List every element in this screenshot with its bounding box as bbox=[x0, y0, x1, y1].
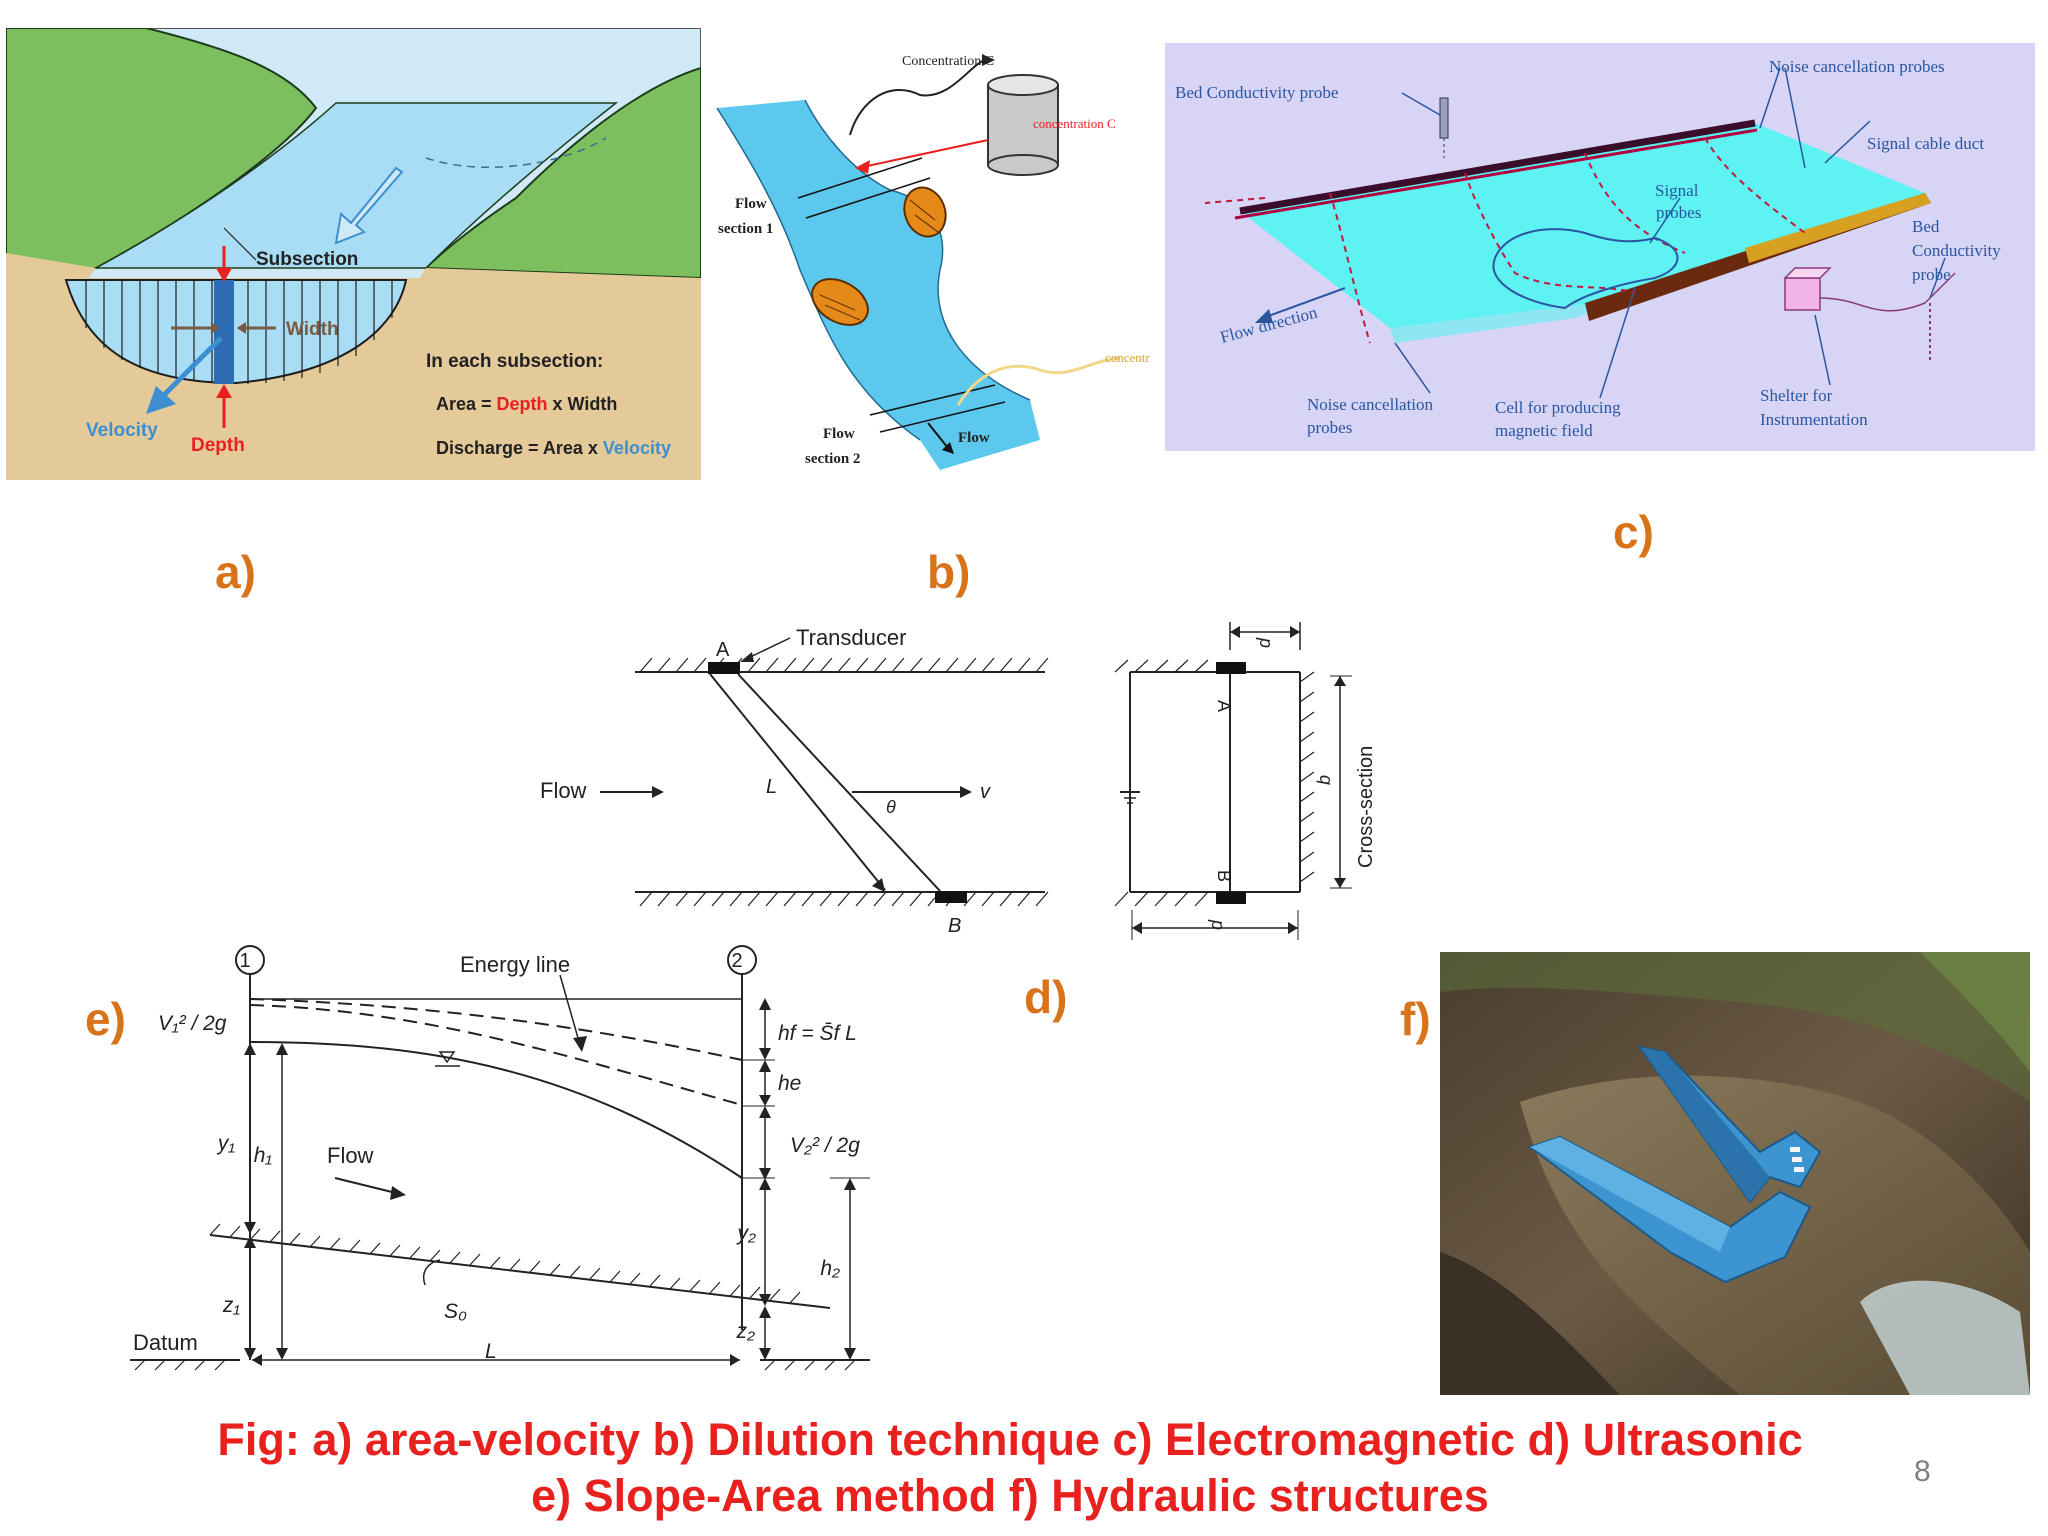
depth-b-label: b bbox=[1314, 775, 1334, 785]
transducer-b-label: B bbox=[948, 915, 961, 937]
noise-bottom-label-2: probes bbox=[1307, 418, 1352, 437]
flow-section-1-line2: section 1 bbox=[718, 221, 773, 237]
bed-slope-label: S₀ bbox=[444, 1300, 467, 1323]
y2-label: y₂ bbox=[735, 1222, 756, 1245]
dilution-diagram: Concentration C concentration C concentr… bbox=[716, 54, 1150, 470]
noise-probes-top-label: Noise cancellation probes bbox=[1769, 57, 1945, 76]
slope-area-diagram: 1 2 Energy line V₁² / 2g hf = S̄f L he V… bbox=[130, 945, 870, 1371]
label-d: d) bbox=[1024, 971, 1068, 1023]
label-a: a) bbox=[215, 546, 256, 598]
energy-line-label: Energy line bbox=[460, 952, 570, 977]
page-number: 8 bbox=[1914, 1455, 1931, 1488]
z2-label: z₂ bbox=[735, 1320, 755, 1343]
reach-length-label: L bbox=[485, 1340, 497, 1363]
label-b: b) bbox=[927, 546, 971, 598]
friction-loss-label: hf = S̄f L bbox=[778, 1022, 857, 1045]
signal-cable-duct-label: Signal cable duct bbox=[1867, 134, 1984, 153]
label-e: e) bbox=[85, 993, 126, 1045]
velocity-label: Velocity bbox=[86, 420, 158, 441]
concentration-top: Concentration C bbox=[902, 54, 994, 69]
y1-label: y₁ bbox=[216, 1132, 236, 1155]
cell-label-2: magnetic field bbox=[1495, 421, 1593, 440]
area-velocity-diagram: Subsection Width Velocity Depth In each … bbox=[6, 28, 701, 480]
bed-right-label-1: Bed bbox=[1912, 217, 1940, 236]
h2-label: h₂ bbox=[820, 1257, 840, 1280]
shelter-label-2: Instrumentation bbox=[1760, 410, 1868, 429]
flow-label: Flow bbox=[327, 1143, 374, 1168]
flow-section-2-line2: section 2 bbox=[805, 451, 860, 467]
v1-head-label: V₁² / 2g bbox=[158, 1012, 227, 1035]
velocity-v-label: v bbox=[980, 781, 991, 803]
eddy-loss-label: he bbox=[778, 1072, 801, 1095]
cross-section-label: Cross-section bbox=[1355, 746, 1377, 868]
figure-caption-line2: e) Slope-Area method f) Hydraulic struct… bbox=[531, 1470, 1489, 1521]
electromagnetic-diagram: Bed Conductivity probe Noise cancellatio… bbox=[1165, 43, 2035, 451]
width-p-top-label: p bbox=[1256, 637, 1276, 648]
area-formula: Area = Depth x Width bbox=[436, 394, 617, 414]
bed-probe-left-label: Bed Conductivity probe bbox=[1175, 83, 1338, 102]
label-c: c) bbox=[1613, 506, 1654, 558]
cell-label-1: Cell for producing bbox=[1495, 398, 1621, 417]
h1-label: h₁ bbox=[254, 1144, 273, 1167]
section-2-number: 2 bbox=[731, 950, 742, 972]
label-f: f) bbox=[1400, 993, 1431, 1045]
ultrasonic-diagram: A Transducer B Flow L θ v A B p b Cross-… bbox=[540, 622, 1377, 940]
depth-label: Depth bbox=[191, 435, 245, 456]
v2-head-label: V₂² / 2g bbox=[790, 1134, 860, 1157]
section-1-number: 1 bbox=[239, 950, 250, 972]
width-label: Width bbox=[286, 319, 339, 340]
hydraulic-structure-photo bbox=[1440, 952, 2030, 1395]
path-length-label: L bbox=[766, 776, 777, 798]
concentration-mid: concentration C bbox=[1033, 116, 1116, 131]
each-subsection-label: In each subsection: bbox=[426, 351, 603, 372]
z1-label: z₁ bbox=[222, 1294, 241, 1317]
discharge-formula: Discharge = Area x Velocity bbox=[436, 438, 671, 458]
figure-caption-line1: Fig: a) area-velocity b) Dilution techni… bbox=[217, 1414, 1803, 1465]
datum-label: Datum bbox=[133, 1330, 198, 1355]
cs-b-label: B bbox=[1214, 870, 1234, 882]
concentration-right: concentr bbox=[1105, 350, 1150, 365]
flow-section-1-line1: Flow bbox=[735, 196, 767, 212]
subsection-label: Subsection bbox=[256, 249, 358, 270]
flow-label: Flow bbox=[958, 430, 990, 446]
shelter-label-1: Shelter for bbox=[1760, 386, 1833, 405]
cs-a-label: A bbox=[1214, 700, 1234, 712]
transducer-label: Transducer bbox=[796, 625, 906, 650]
noise-bottom-label-1: Noise cancellation bbox=[1307, 395, 1434, 414]
bed-right-label-3: probe bbox=[1912, 265, 1951, 284]
width-p-bottom-label: p bbox=[1208, 919, 1228, 930]
transducer-a-label: A bbox=[716, 639, 730, 661]
signal-probes-label-2: probes bbox=[1656, 203, 1701, 222]
theta-label: θ bbox=[886, 797, 896, 817]
signal-probes-label-1: Signal bbox=[1655, 181, 1699, 200]
bed-right-label-2: Conductivity bbox=[1912, 241, 2001, 260]
flow-label: Flow bbox=[540, 778, 587, 803]
flow-section-2-line1: Flow bbox=[823, 426, 855, 442]
